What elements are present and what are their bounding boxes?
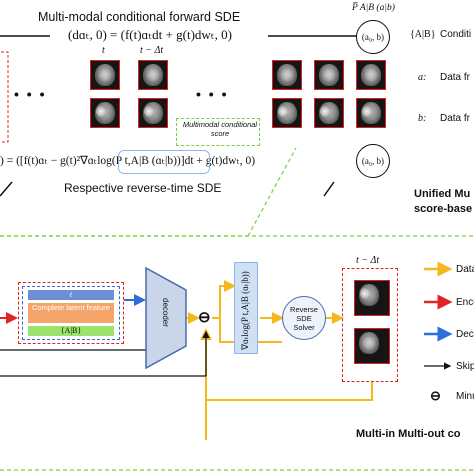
t-minus-label-top: t − Δt <box>140 45 164 56</box>
score-vertical-label: ∇ɑₜlog(P t,A|B (ɑₜ|b)) <box>240 271 250 350</box>
latent-ab-bar: {A|B} <box>28 326 114 336</box>
unified-title-1: Unified Mu <box>414 188 471 200</box>
forward-sde-title: Multi-modal conditional forward SDE <box>38 10 241 24</box>
legend-label-dec: Deco <box>456 329 474 340</box>
mri-forward-end-4 <box>314 98 344 128</box>
reverse-sde-equation: ) = ([f(t)ɑₜ − g(t)²∇ɑₜlog(P t,A|B (ɑₜ|b… <box>0 155 256 167</box>
reverse-sde-title: Respective reverse-time SDE <box>64 181 222 195</box>
mri-output-1 <box>354 280 390 316</box>
legend-label-minus: Minu <box>456 391 474 402</box>
reverse-sde-solver: Reverse SDE Solver <box>282 296 326 340</box>
latent-feature-bar: Complete latent feature <box>28 303 114 323</box>
reverse-highlight <box>118 150 210 174</box>
score-box <box>234 262 258 354</box>
decoder-shape <box>145 266 187 370</box>
latent-feature-label: Complete latent feature <box>32 303 110 312</box>
legend-b-desc: Data fr <box>440 113 471 124</box>
mri-forward-end-5 <box>356 60 386 90</box>
legend-b-symbol: b: <box>418 113 427 124</box>
mri-forward-tdt-2 <box>138 98 168 128</box>
legend-ab-symbol: {A|B} <box>410 29 436 40</box>
decoder-label: decoder <box>161 298 170 327</box>
minus-symbol: ⊖ <box>198 309 211 326</box>
output-red-box <box>342 268 398 382</box>
mri-forward-end-2 <box>272 98 302 128</box>
latent-inner-box <box>22 286 120 340</box>
ellipsis-mid: • • • <box>196 86 229 102</box>
score-note: Multimodal conditional score <box>182 120 258 138</box>
forward-sde-equation: (dɑₜ, 0) = (f(t)ɑₜdt + g(t)dwₜ, 0) <box>68 27 232 42</box>
mri-forward-end-6 <box>356 98 386 128</box>
reverse-circle: (a₀, b) <box>356 144 390 178</box>
mri-forward-end-3 <box>314 60 344 90</box>
latent-ab-label: {A|B} <box>60 326 82 335</box>
mri-forward-t-2 <box>90 98 120 128</box>
t-minus-label-bottom: t − Δt <box>356 255 380 266</box>
solver-label: Reverse SDE Solver <box>290 304 318 332</box>
legend-label-enc: Enco <box>456 297 474 308</box>
latent-t-label: t <box>69 290 73 299</box>
mri-forward-t-1 <box>90 60 120 90</box>
mri-output-2 <box>354 328 390 364</box>
bottom-caption: Multi-in Multi-out co <box>356 428 461 440</box>
left-red-box <box>0 51 9 143</box>
unified-title-2: score-base <box>414 203 473 215</box>
legend-minus-icon: ⊖ <box>430 388 441 403</box>
ellipsis-left: • • • <box>14 86 47 102</box>
p-ab-circle: (a₀, b) <box>356 20 390 54</box>
legend-a-symbol: a: <box>418 72 427 83</box>
legend-a-desc: Data fr <box>440 72 471 83</box>
score-note-box <box>176 118 260 146</box>
legend-label-data: Data <box>456 264 474 275</box>
p-ab-label: P̅ A|B (a|b) <box>352 3 395 13</box>
reverse-bracket <box>0 181 335 197</box>
mri-forward-tdt-1 <box>138 60 168 90</box>
green-connector-diag <box>247 147 297 237</box>
t-label-top: t <box>102 45 105 56</box>
legend-ab-desc: Conditi <box>440 29 472 40</box>
latent-t-bar: t <box>28 290 114 300</box>
mri-forward-end-1 <box>272 60 302 90</box>
legend-label-skip: Skip <box>456 361 474 372</box>
